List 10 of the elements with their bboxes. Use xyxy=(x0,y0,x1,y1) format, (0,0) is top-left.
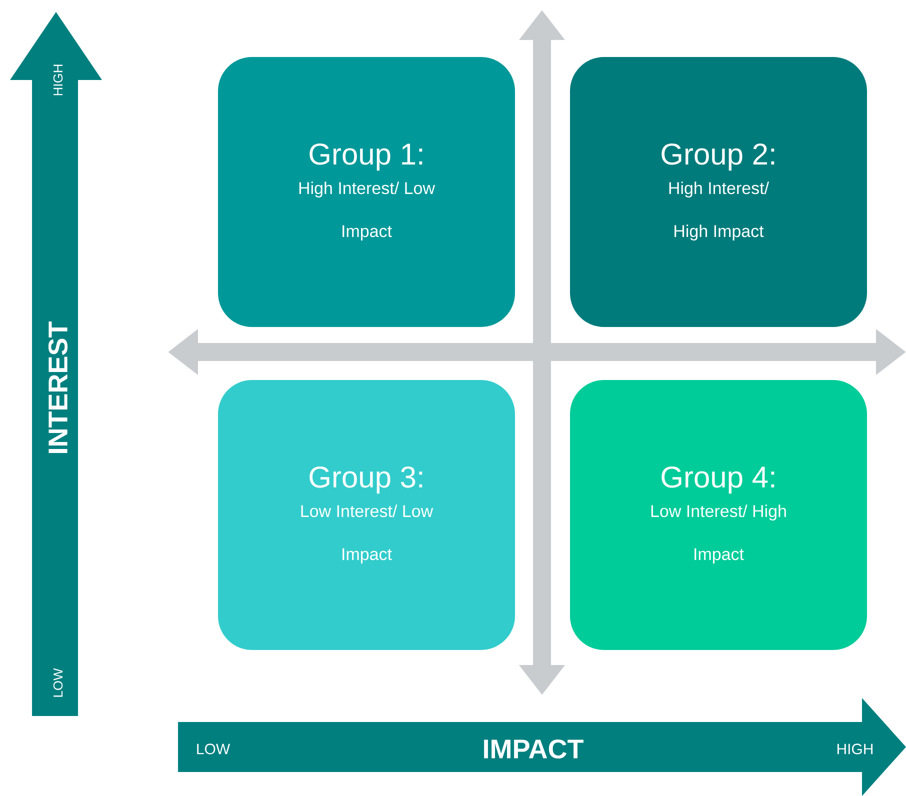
group-box: Group 1: High Interest/ Low Impact xyxy=(218,57,515,327)
axis-end-label: LOW xyxy=(197,744,230,754)
group-box: Group 2: High Interest/ High Impact xyxy=(570,57,867,327)
axis-end-label: LOW xyxy=(53,668,63,697)
group-box: Group 3: Low Interest/ Low Impact xyxy=(218,380,515,650)
axis-title: IMPACT xyxy=(484,739,584,759)
axis-end-label: HIGH xyxy=(837,744,873,754)
axis-title: INTEREST xyxy=(48,322,68,453)
axis-end-label: HIGH xyxy=(53,64,63,96)
group-box: Group 4: Low Interest/ High Impact xyxy=(570,380,867,650)
